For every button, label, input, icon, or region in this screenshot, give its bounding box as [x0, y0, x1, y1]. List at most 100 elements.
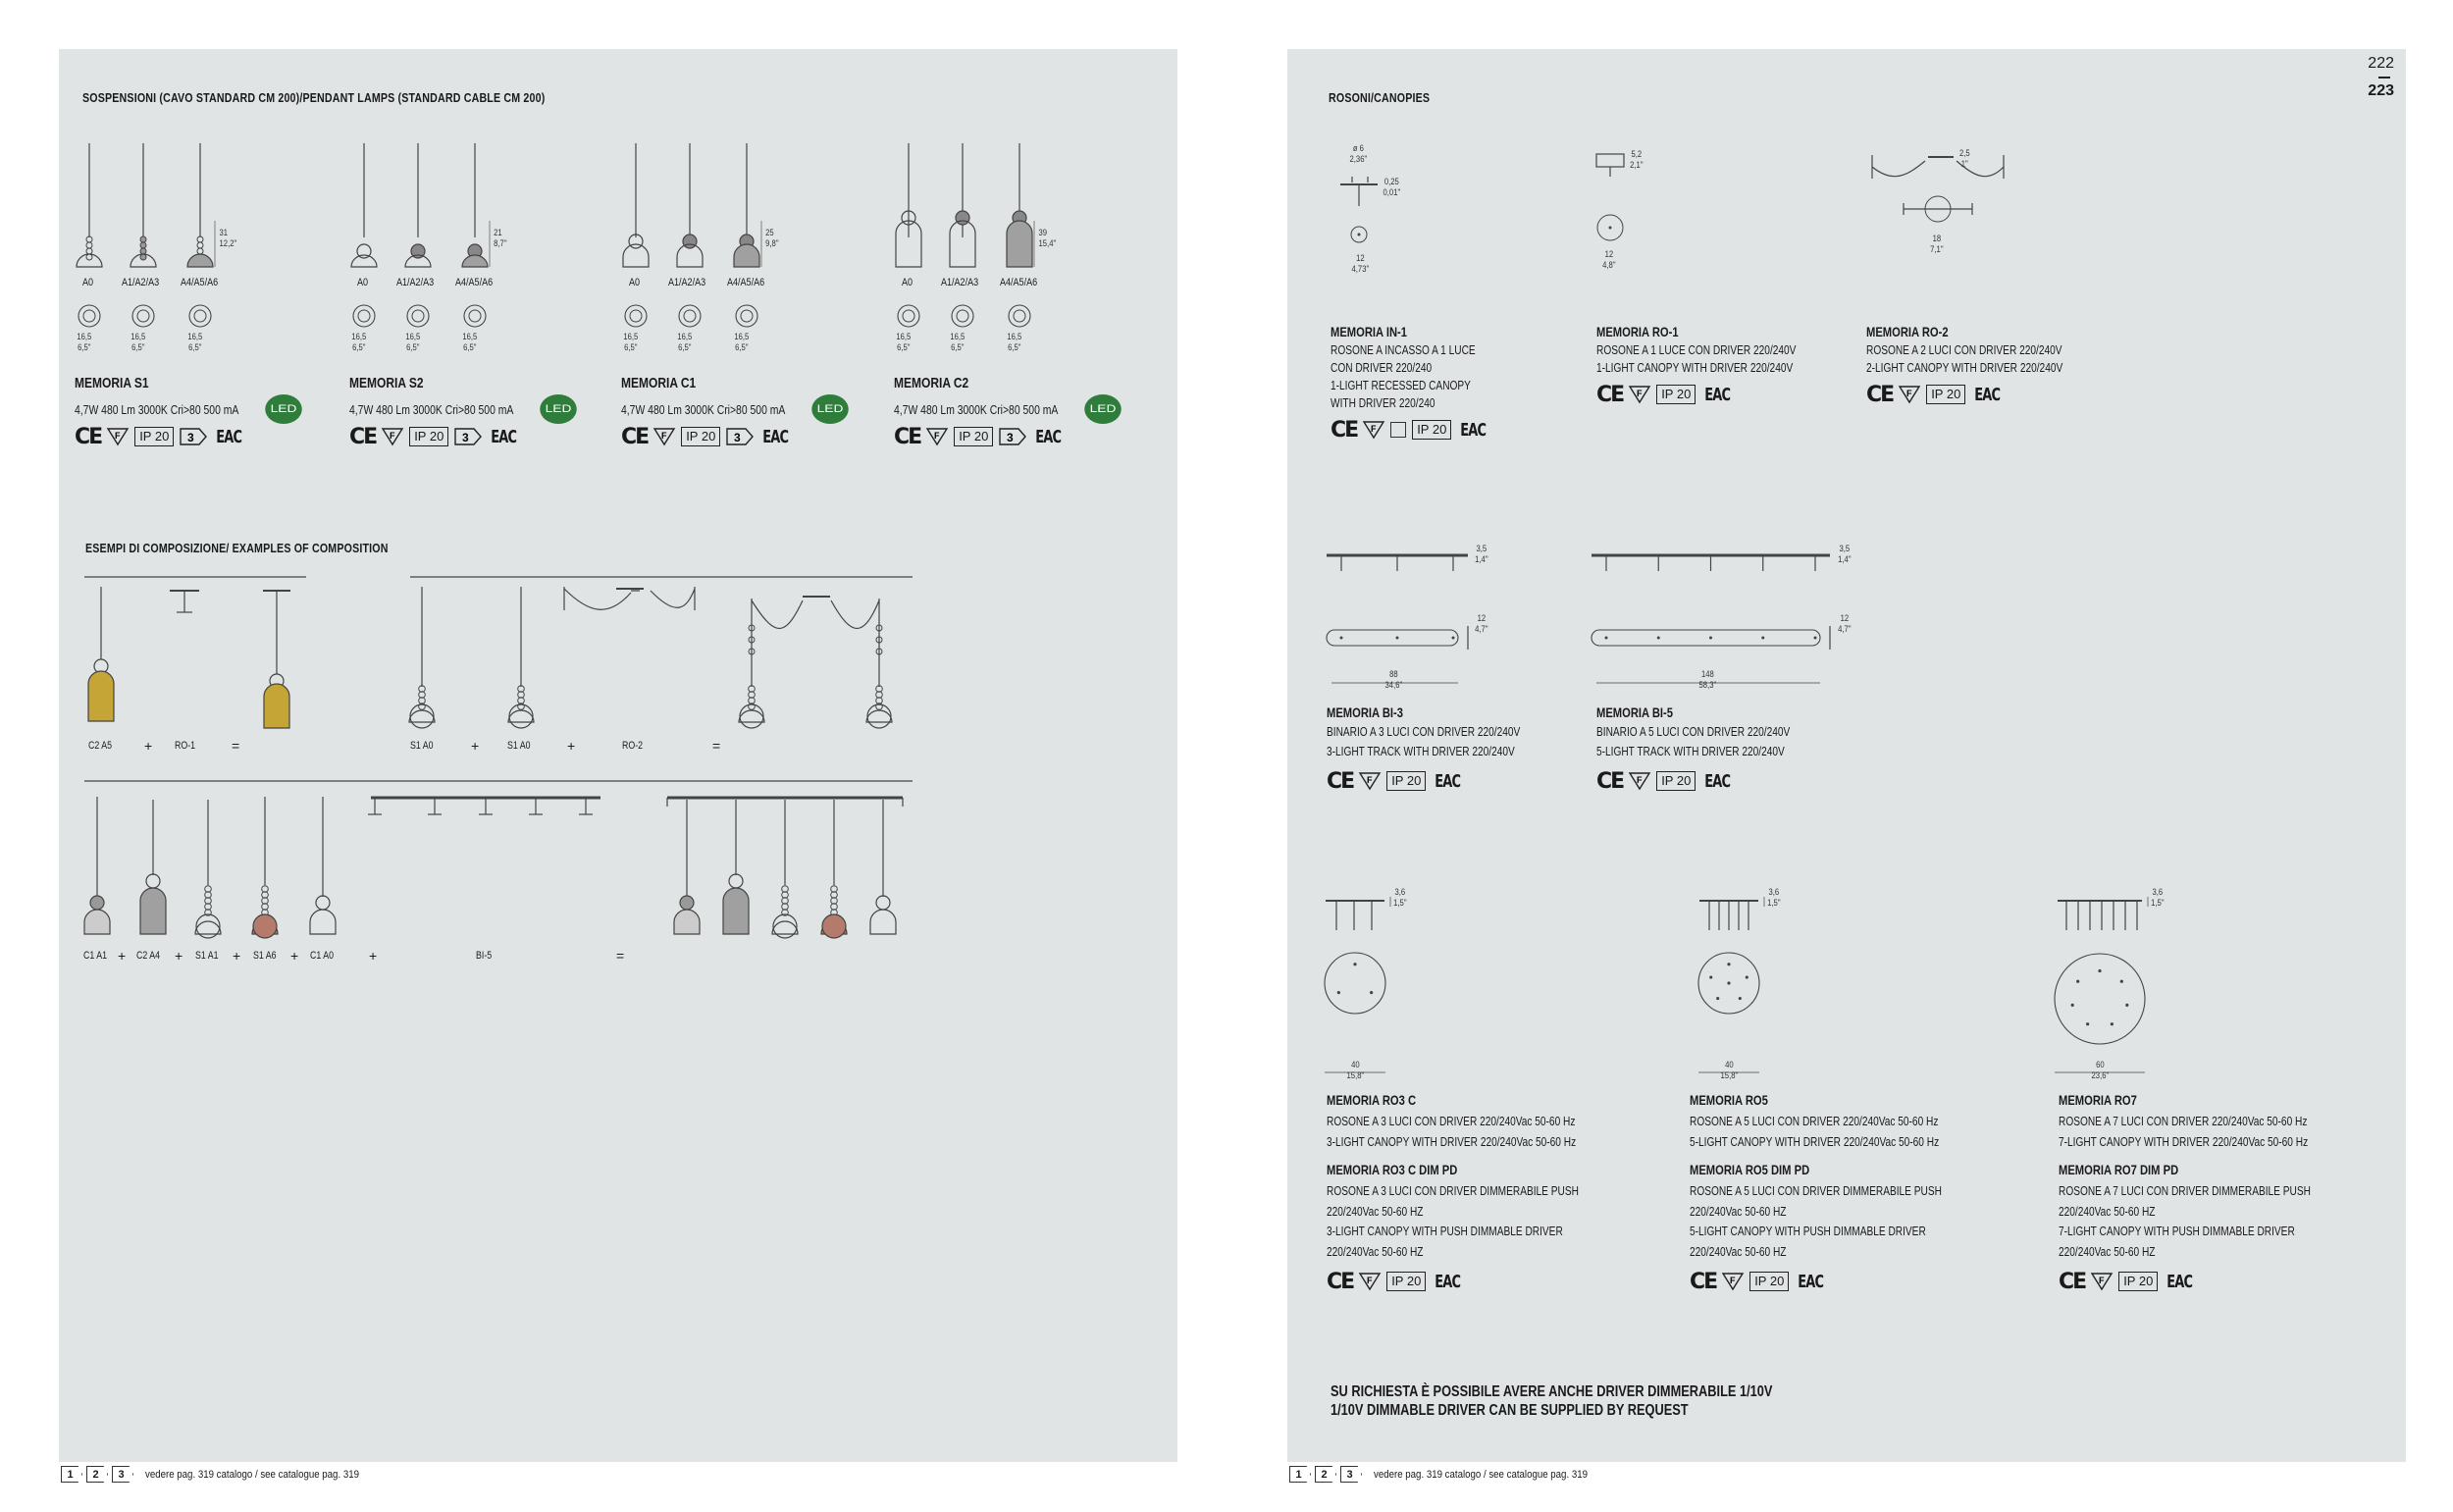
product-spec: 4,7W 480 Lm 3000K Cri>80 500 mA [894, 401, 1059, 417]
bead-shape [875, 624, 883, 632]
ip20-badge: IP 20 [681, 427, 721, 446]
lamp-shade-shape [722, 887, 750, 935]
round-canopy-description: ROSONE A 7 LUCI CON DRIVER 220/240Vac 50… [2059, 1111, 2308, 1152]
dimmable-note: SU RICHIESTA È POSSIBILE AVERE ANCHE DRI… [1331, 1382, 1772, 1420]
bead-shape [875, 685, 883, 693]
lamp-top-shape [682, 234, 698, 249]
diameter-cm: 16,5 [950, 332, 966, 341]
bead-shape [875, 648, 883, 655]
ip20-badge: IP 20 [954, 427, 994, 446]
plan-outer-circle [678, 304, 702, 328]
plan-outer-circle [1008, 304, 1031, 328]
lamp-shade-shape [739, 704, 764, 729]
diameter-in: 6,5" [463, 342, 477, 352]
diameter-cm: 16,5 [187, 332, 203, 341]
plan-inner-circle [82, 309, 96, 323]
svg-text:F: F [390, 431, 395, 441]
lamp-shade-shape [76, 253, 103, 268]
lamp-shade-shape [895, 220, 922, 268]
diameter-in: 6,5" [78, 342, 91, 352]
plan-inner-circle [357, 309, 371, 323]
svg-text:F: F [661, 431, 667, 441]
bead-shape [418, 691, 426, 699]
footer-box-3: 3 [1340, 1466, 1362, 1483]
page-number-223: 223 [2368, 82, 2394, 99]
bead-shape [261, 897, 269, 905]
composition-label: C1 A1 [83, 950, 107, 962]
diameter-cm: 16,5 [1007, 332, 1022, 341]
product-name: MEMORIA C2 [894, 375, 969, 391]
left-page-panel [59, 49, 1177, 1462]
ip20-badge: IP 20 [134, 427, 175, 446]
ro2-swag-cable [563, 588, 696, 610]
track-plan-shape [1591, 629, 1821, 647]
ce-mark-icon: CE [2059, 1269, 2087, 1294]
f-mark-icon: F [1358, 1273, 1382, 1291]
plan-outer-circle [897, 304, 920, 328]
class-3-badge: 3 [726, 428, 755, 445]
plan-center-dot [1608, 226, 1612, 230]
bead-shape [875, 636, 883, 644]
ip20-badge: IP 20 [2118, 1272, 2159, 1291]
diameter-in: 6,5" [1008, 342, 1021, 352]
canopy-description-line: CON DRIVER 220/240 [1331, 360, 1433, 375]
plan-inner-circle [468, 309, 482, 323]
lamp-shade-shape [404, 254, 432, 268]
composition-operator: = [616, 948, 625, 964]
bead-shape [517, 703, 525, 710]
round-canopy-hole [1716, 996, 1720, 1001]
bead-shape [85, 241, 93, 249]
bead-shape [261, 885, 269, 893]
bead-shape [830, 891, 838, 899]
bead-shape [204, 909, 212, 916]
led-badge: LED [811, 394, 849, 424]
round-canopy-hole [1709, 975, 1713, 979]
section-title-canopies: ROSONI/CANOPIES [1329, 90, 1431, 105]
round-canopy-dim-description-line: 220/240Vac 50-60 HZ [1327, 1243, 1424, 1259]
round-canopy-dim-description-line: 220/240Vac 50-60 HZ [1327, 1203, 1424, 1219]
track-plan-dot [1813, 636, 1817, 640]
bead-shape [418, 685, 426, 693]
bead-shape [748, 703, 756, 710]
round-canopy-dim-description-line: 220/240Vac 50-60 HZ [2059, 1243, 2156, 1259]
svg-text:F: F [1367, 1276, 1373, 1285]
diameter-cm: 16,5 [734, 332, 750, 341]
track-name: MEMORIA BI-3 [1327, 704, 1403, 720]
ce-mark-icon: CE [1866, 382, 1895, 407]
track-description-line: BINARIO A 3 LUCI CON DRIVER 220/240V [1327, 724, 1521, 739]
eac-mark-icon: EAC [1704, 384, 1732, 405]
ce-mark-icon: CE [1327, 768, 1355, 794]
bead-shape [748, 697, 756, 704]
plan-inner-circle [1013, 309, 1026, 323]
lamp-top-shape [410, 243, 426, 259]
lamp-shade-shape [461, 254, 489, 268]
f-mark-icon: F [106, 428, 130, 446]
round-canopy-description-line: ROSONE A 5 LUCI CON DRIVER 220/240Vac 50… [1690, 1114, 1939, 1128]
plan-inner-circle [411, 309, 425, 323]
bead-shape [204, 891, 212, 899]
diameter-cm: 16,5 [130, 332, 146, 341]
round-canopy-hole [1727, 963, 1731, 966]
height-in: 15,4" [1038, 238, 1057, 248]
svg-text:F: F [1637, 389, 1643, 398]
eac-mark-icon: EAC [2166, 1271, 2194, 1292]
composition-label: S1 A0 [507, 740, 531, 752]
plan-inner-circle [740, 309, 754, 323]
plan-inner-circle [902, 309, 915, 323]
variant-label: A1/A2/A3 [122, 277, 160, 288]
composition-operator: + [144, 738, 153, 754]
lamp-shade-shape [186, 253, 214, 268]
bead-shape [85, 247, 93, 255]
